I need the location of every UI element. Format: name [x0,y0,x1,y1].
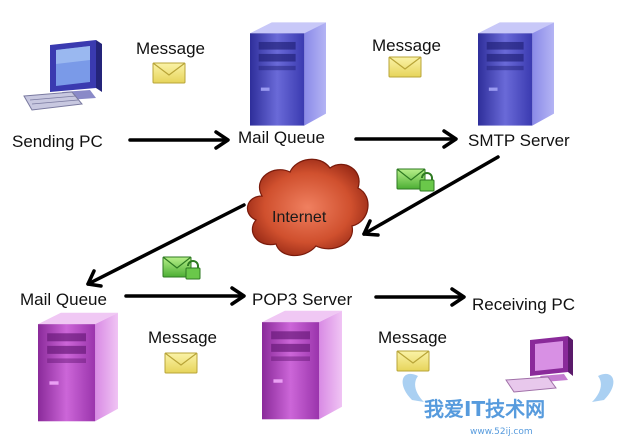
envelope-icon [164,352,198,374]
smtp-server-label: SMTP Server [468,131,570,150]
mail-queue-bottom-label: Mail Queue [20,290,107,309]
mail-queue-server-icon [250,22,326,126]
mail-queue-top-label: Mail Queue [238,128,325,147]
watermark-text: 我爱IT技术网 [424,397,545,421]
receiving-pc-label: Receiving PC [472,295,575,314]
message-label-3: Message [148,328,217,347]
watermark-logo: 我爱IT技术网 www.52ij.com [402,373,614,437]
receiving-pc-icon [505,336,573,393]
arrow-queue-to-smtp [354,129,458,149]
sending-pc-label: Sending PC [12,132,103,151]
smtp-server-icon [478,22,554,126]
arrow-smtp-to-internet [362,155,500,237]
message-label-2: Message [372,36,441,55]
envelope-icon [396,350,430,372]
secure-envelope-icon [162,256,201,280]
message-label-4: Message [378,328,447,347]
arrow-internet-to-queue [86,203,246,288]
envelope-icon [152,62,186,84]
arrow-queue-to-pop3 [124,286,246,306]
sending-pc-icon [23,40,102,111]
arrow-pop3-to-receiving [374,287,466,307]
internet-cloud-icon [246,158,369,257]
secure-envelope-icon [396,168,435,192]
internet-label: Internet [272,209,327,226]
watermark-url: www.52ij.com [470,427,533,437]
envelope-icon [388,56,422,78]
pop3-server-icon [262,310,342,420]
pop3-server-label: POP3 Server [252,290,352,309]
arrow-sending-to-queue [128,130,230,150]
message-label-1: Message [136,39,205,58]
mail-queue-bottom-server-icon [38,312,118,422]
